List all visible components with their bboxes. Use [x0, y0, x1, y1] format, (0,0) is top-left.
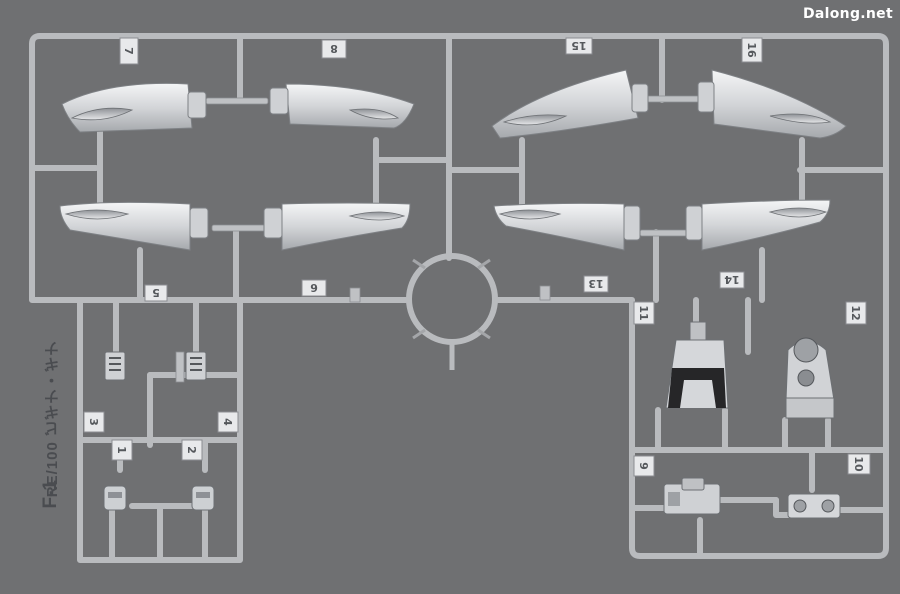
part-tag-number: 13: [588, 277, 603, 290]
part-tag-14: 14: [719, 271, 745, 289]
part-tag-number: 4: [221, 418, 234, 426]
part-tag-number: 15: [571, 39, 586, 52]
watermark: Dalong.net: [803, 6, 893, 22]
part-8: [269, 83, 415, 129]
part-tag-plate: [301, 279, 327, 297]
part-tag-number: 16: [745, 42, 758, 58]
part-tag-plate: [719, 271, 745, 289]
part-tag-plate: [321, 39, 347, 59]
part-tag-number: 9: [637, 462, 650, 470]
part-2-joint: [191, 485, 215, 511]
part-tag-6: 6: [301, 279, 327, 297]
part-tag-number: 2: [185, 446, 198, 454]
part-tag-number: 1: [115, 446, 128, 454]
part-tag-plate: [633, 455, 655, 477]
part-tag-plate: [217, 411, 239, 433]
part-tag-7: 7: [119, 37, 139, 65]
part-9-block: [663, 477, 721, 515]
part-1-joint: [103, 485, 127, 511]
part-tag-1: 1: [111, 439, 133, 461]
part-15: [491, 69, 649, 139]
part-tag-12: 12: [845, 301, 867, 325]
part-tag-number: 12: [849, 305, 862, 320]
part-tag-number: 11: [637, 305, 650, 320]
part-tag-plate: [847, 453, 871, 475]
part-tag-plate: [83, 411, 105, 433]
part-tag-10: 10: [847, 453, 871, 475]
part-tag-4: 4: [217, 411, 239, 433]
part-tag-plate: [119, 37, 139, 65]
part-tag-5: 5: [144, 284, 168, 302]
part-tag-11: 11: [633, 301, 655, 325]
part-4-vent-right: [185, 351, 207, 381]
part-tag-plate: [181, 439, 203, 461]
part-tag-16: 16: [741, 37, 763, 63]
part-tag-plate: [583, 275, 609, 293]
part-tag-plate: [565, 37, 593, 55]
part-6: [263, 202, 411, 251]
part-5: [59, 201, 209, 251]
central-ring: [406, 253, 498, 370]
part-7: [61, 82, 207, 133]
part-tag-number: 14: [724, 273, 740, 286]
part-13: [493, 202, 641, 251]
part-16: [697, 69, 847, 139]
part-tag-15: 15: [565, 37, 593, 55]
part-tag-plate: [633, 301, 655, 325]
part-tag-plate: [845, 301, 867, 325]
part-12-block: [785, 337, 835, 419]
runner-code-label: RE/100 ビギナ・ギナ: [44, 340, 61, 498]
part-tag-plate: [111, 439, 133, 461]
part-3-vent-left: [104, 351, 126, 381]
part-tag-2: 2: [181, 439, 203, 461]
part-tag-13: 13: [583, 275, 609, 293]
part-tag-plate: [741, 37, 763, 63]
part-14: [685, 199, 831, 251]
part-tag-8: 8: [321, 39, 347, 59]
part-tag-number: 5: [152, 286, 160, 299]
part-tag-number: 8: [330, 42, 338, 55]
part-10-block: [787, 493, 841, 519]
part-tag-9: 9: [633, 455, 655, 477]
part-tag-number: 3: [87, 418, 100, 426]
part-tag-number: 6: [310, 281, 318, 294]
part-tag-plate: [144, 284, 168, 302]
part-tag-number: 10: [852, 456, 865, 472]
runner-frame: [29, 33, 889, 563]
runner-id-label: F-1: [40, 480, 61, 509]
part-tag-3: 3: [83, 411, 105, 433]
part-11-block: [665, 321, 729, 409]
part-tag-number: 7: [122, 47, 135, 55]
